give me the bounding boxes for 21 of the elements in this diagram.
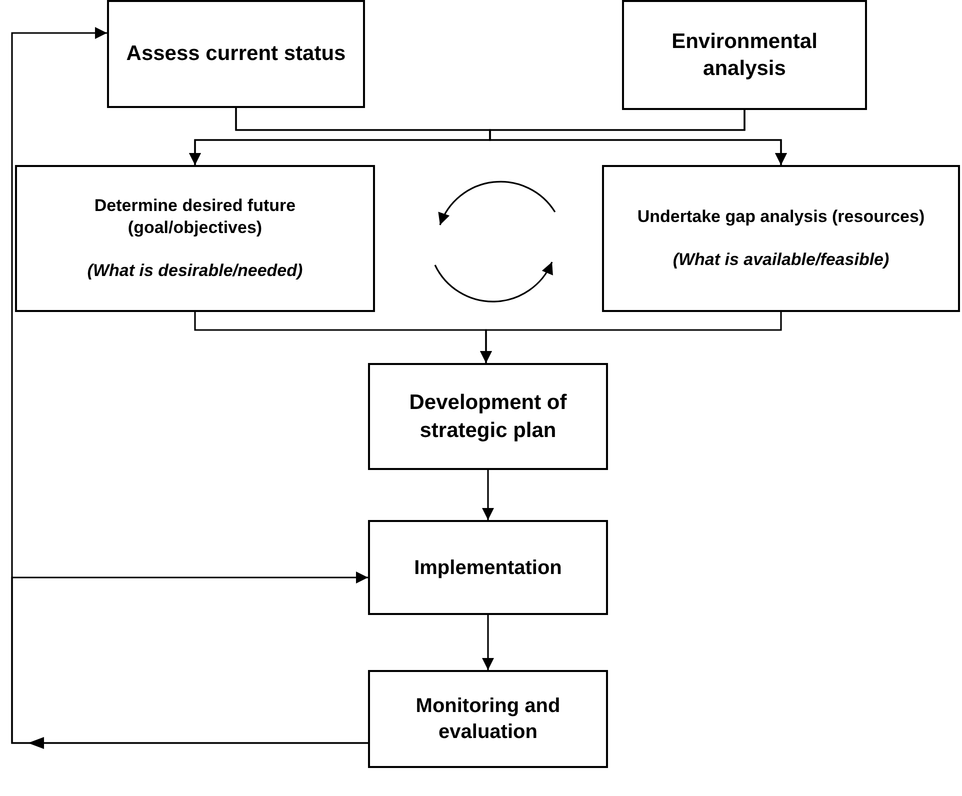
process-box — [368, 520, 608, 615]
box-label: Implementation — [413, 556, 563, 580]
process-box — [368, 363, 608, 470]
box-label: Assess current status — [125, 41, 347, 68]
arrow — [489, 110, 787, 165]
process-box — [602, 165, 960, 312]
process-box — [622, 0, 867, 110]
box-label: Monitoring and evaluation — [414, 694, 562, 745]
arrow — [482, 615, 494, 670]
process-box — [368, 670, 608, 768]
arrow — [480, 312, 782, 363]
box-label: Development of strategic plan — [408, 390, 568, 444]
arrow — [11, 572, 368, 744]
box-note: (What is available/feasible) — [672, 248, 890, 270]
box-label: Determine desired future (goal/objectives) — [93, 195, 297, 240]
box-label: Environmental analysis — [670, 28, 818, 82]
box-note: (What is desirable/needed) — [86, 260, 304, 282]
arrow — [482, 470, 494, 520]
box-label: Undertake gap analysis (resources) — [636, 206, 926, 228]
process-box — [15, 165, 375, 312]
process-box — [107, 0, 365, 108]
